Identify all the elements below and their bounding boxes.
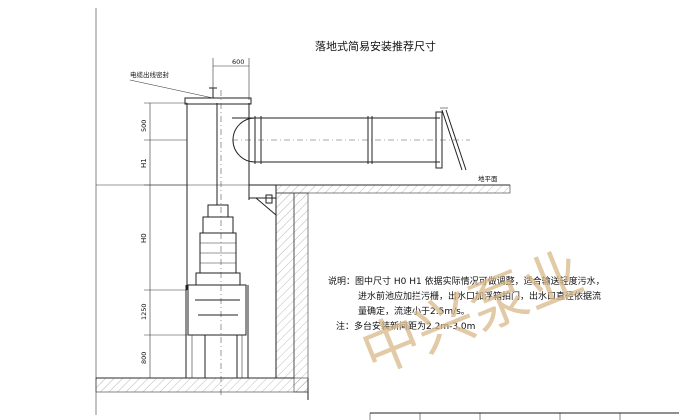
- cable-seal-leader: [129, 79, 214, 99]
- dim-800-label: 800: [140, 352, 148, 364]
- note-line-2: 进水前池应加拦污栅，出水口加浮箱拍门，出水口直径依据流: [358, 290, 601, 302]
- ground-structure: [249, 184, 511, 379]
- note-line-4: 注：多台安装新间距为2.2m-3.0m: [336, 320, 475, 332]
- sump-floor: [95, 192, 309, 400]
- dim-1250-label: 1250: [140, 303, 148, 320]
- note-line-3: 量确定，流速小于2.5m/s。: [358, 305, 470, 317]
- wall-bracket: [249, 194, 277, 216]
- pump-base: [185, 284, 249, 379]
- dim-h0-label: H0: [140, 233, 148, 243]
- ground-level-label: 地平面: [478, 174, 498, 183]
- note-line-1: 说明：图中尺寸 H0 H1 依据实际情况可做调整，适合输送轻度污水，: [328, 275, 605, 287]
- submersible-pump: [195, 204, 241, 286]
- notes-block: 说明：图中尺寸 H0 H1 依据实际情况可做调整，适合输送轻度污水， 进水前池应…: [328, 275, 605, 332]
- watermark: 中兴泵业: [352, 238, 593, 388]
- outlet-pipe: [232, 107, 470, 171]
- vertical-dimension-chain: [144, 102, 187, 379]
- dim-500-label: 500: [140, 120, 148, 132]
- drawing-title: 落地式简易安装推荐尺寸: [315, 39, 436, 53]
- cable-seal-label: 电缆出线密封: [130, 70, 170, 79]
- dim-h1-label: H1: [140, 158, 148, 168]
- title-block-edge: [369, 412, 679, 420]
- top-dimension: [212, 58, 250, 100]
- dim-600-label: 600: [232, 58, 244, 66]
